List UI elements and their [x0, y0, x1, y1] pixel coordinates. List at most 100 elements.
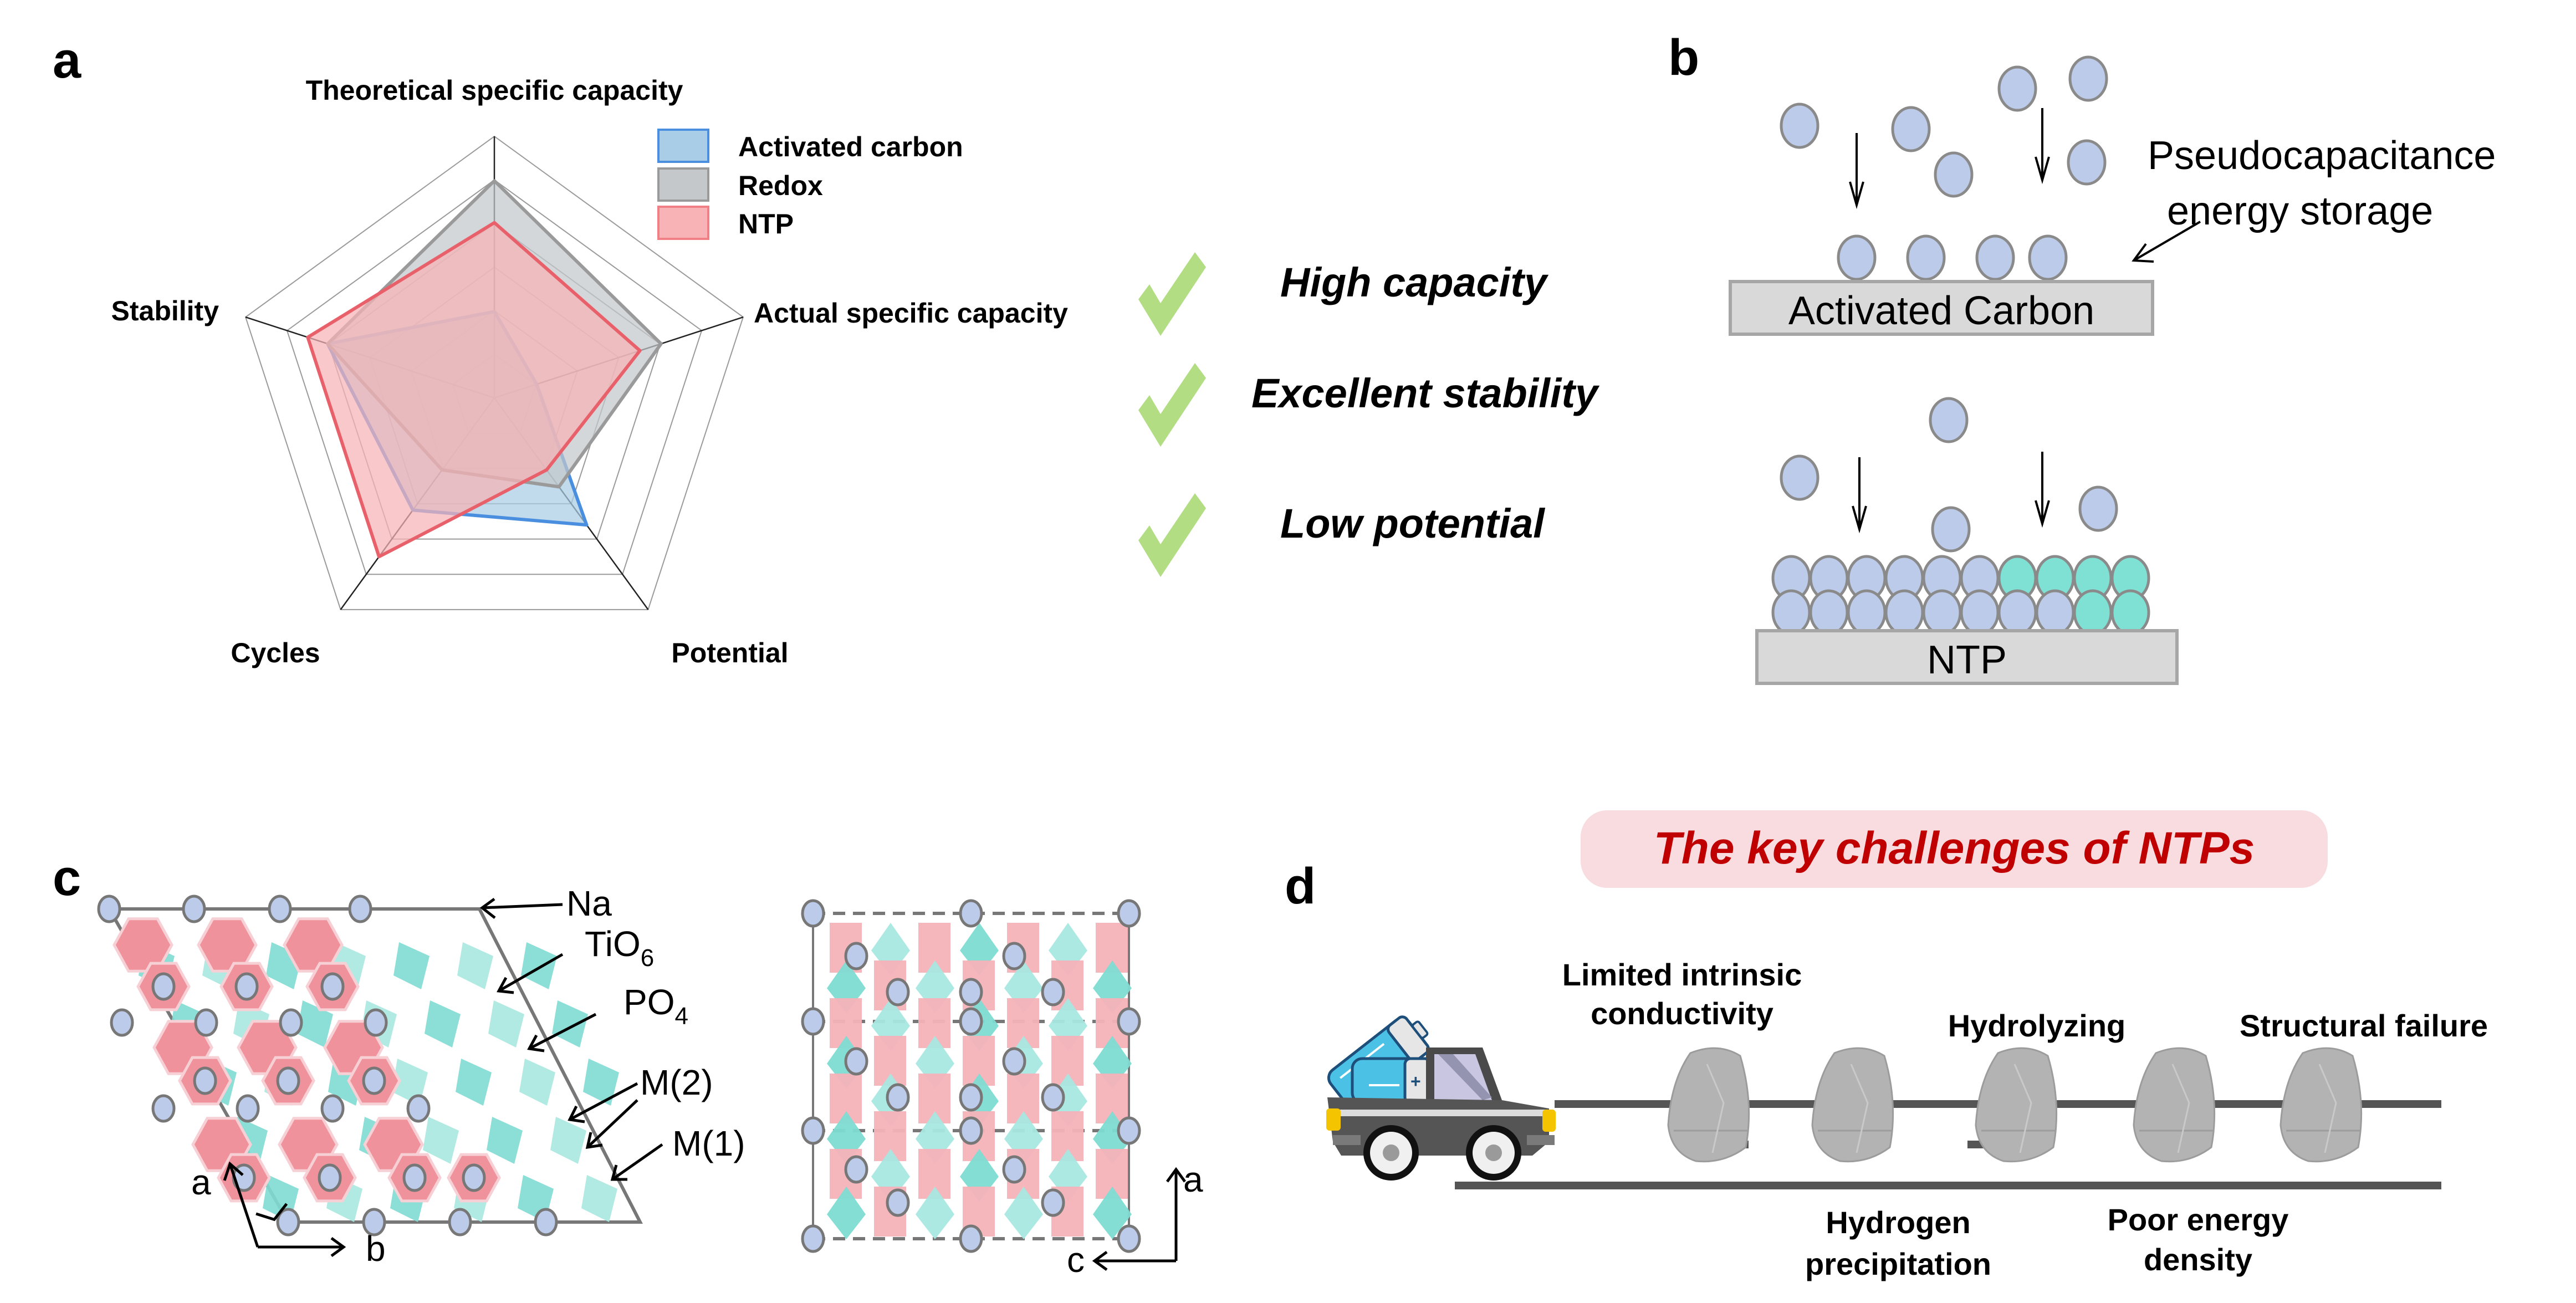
na-ion: [959, 1116, 983, 1145]
rock-facet: [1706, 1064, 1725, 1153]
label-tio6-main: TiO: [585, 924, 641, 964]
rock-body: [1667, 1047, 1750, 1163]
ion: [2110, 589, 2150, 636]
label-po4-sub: 4: [674, 1003, 688, 1030]
ion: [1997, 589, 2037, 636]
challenge-label-line1: Poor energy: [2108, 1202, 2289, 1237]
free-ions-bottom: [1780, 397, 2118, 553]
feature-high-capacity: High capacity: [1280, 259, 1549, 305]
axis-label-stability: Stability: [111, 295, 219, 326]
m-site-ion: [886, 1188, 910, 1217]
pseudocapacitance-diagram: Pseudocapacitance energy storage Activat…: [1729, 55, 2496, 685]
challenge-label-line1: Limited intrinsic: [1562, 957, 1802, 992]
banner-title: The key challenges of NTPs: [1654, 823, 2255, 873]
po4-tetrahedron: [488, 1000, 524, 1047]
challenge-label-line1: Hydrogen: [1826, 1205, 1970, 1240]
ion: [2028, 234, 2068, 281]
m-site-ion: [886, 978, 910, 1006]
challenge-label-line2: conductivity: [1591, 996, 1773, 1031]
axis-label-a: a: [191, 1162, 211, 1202]
check-icon: [1138, 363, 1206, 447]
po4-tetrahedron: [297, 1000, 333, 1047]
ion: [1975, 234, 2015, 281]
road-line-bottom: [1455, 1182, 2441, 1189]
feature-excellent-stability: Excellent stability: [1251, 370, 1600, 416]
na-ion: [1117, 1007, 1141, 1036]
na-ion: [959, 899, 983, 928]
ion: [1997, 65, 2037, 112]
radar-grid-ring: [244, 135, 744, 610]
ion: [1891, 106, 1931, 152]
po4-tetrahedron: [457, 942, 493, 989]
panel-label-d: d: [1285, 858, 1316, 914]
na-ion: [320, 972, 345, 1001]
arrow-m2-secondary: [585, 1099, 638, 1149]
na-ion: [402, 1163, 427, 1192]
crystal-structure-ab-view: [97, 895, 643, 1236]
challenge-label-line1: Hydrolyzing: [1948, 1008, 2125, 1043]
rock-facet: [2171, 1064, 2190, 1153]
legend-label-redox: Redox: [738, 170, 823, 201]
na-ion: [801, 1224, 825, 1253]
na-ion: [318, 1163, 342, 1192]
na-ion: [362, 1208, 386, 1236]
na-ion: [362, 1066, 386, 1095]
ion: [1960, 589, 2000, 636]
panel-label-a: a: [53, 32, 81, 89]
axis-indicator-ab: a b: [191, 1161, 386, 1269]
ion: [1906, 234, 1946, 281]
na-ion: [236, 1094, 260, 1123]
feature-item: Excellent stability: [1138, 363, 1600, 447]
po4-tetrahedron: [1093, 1187, 1132, 1239]
m-site-ion: [886, 1083, 910, 1112]
m-site-ion: [1041, 1083, 1065, 1112]
legend-swatch-activated-carbon: [657, 129, 709, 163]
na-ion: [268, 895, 292, 923]
rock-facet: [2013, 1064, 2032, 1153]
arrow-tio6: [497, 953, 564, 994]
po4-tetrahedron: [1004, 1187, 1043, 1239]
obstacle-rocks: [1667, 1047, 2363, 1163]
po4-tetrahedron: [487, 1117, 523, 1164]
m-site-ion: [1002, 1047, 1026, 1076]
na-ion: [801, 1007, 825, 1036]
chart-legend: Activated carbon Redox NTP: [657, 129, 963, 240]
radar-axis-labels: Theoretical specific capacity Actual spe…: [111, 75, 1069, 668]
panel-label-b: b: [1668, 29, 1699, 86]
ntp-substrate: [1755, 629, 2179, 685]
challenge-label-line1: Structural failure: [2240, 1008, 2488, 1043]
na-ion: [234, 972, 259, 1001]
m-site-ion: [1041, 1188, 1065, 1217]
ion: [2078, 486, 2118, 532]
axis-indicator-ac: a c: [1067, 1159, 1203, 1280]
na-ion: [276, 1066, 300, 1095]
label-m1: M(1): [672, 1123, 745, 1163]
rock-icon: [2133, 1047, 2216, 1163]
ntp-label: NTP: [1927, 638, 2007, 682]
po4-tetrahedron: [916, 1187, 954, 1239]
check-icon: [1138, 493, 1206, 577]
ion: [1837, 234, 1877, 281]
legend-swatch-ntp: [657, 206, 709, 240]
check-icon: [1138, 252, 1206, 336]
rock-icon: [2279, 1047, 2363, 1163]
arrow-m1: [610, 1143, 663, 1181]
pointer-arrow-icon: [2132, 221, 2201, 263]
feature-list: High capacity Excellent stability Low po…: [1138, 252, 1600, 577]
wheel-icon: [1363, 1125, 1419, 1181]
na-ion: [448, 1208, 472, 1236]
po4-tetrahedron: [581, 1175, 617, 1222]
po4-tetrahedron: [456, 1059, 492, 1106]
ion: [2068, 55, 2108, 102]
na-ion: [320, 1094, 345, 1123]
po4-tetrahedron: [521, 942, 557, 989]
na-ion: [406, 1094, 431, 1123]
na-ion: [959, 1224, 983, 1253]
ion: [1884, 589, 1924, 636]
na-ion: [534, 1208, 558, 1236]
na-ion: [279, 1008, 303, 1037]
na-ion: [959, 1007, 983, 1036]
label-po4: PO4: [623, 982, 688, 1030]
axis-label-c: c: [1067, 1240, 1085, 1280]
m-site-ion: [959, 978, 983, 1006]
